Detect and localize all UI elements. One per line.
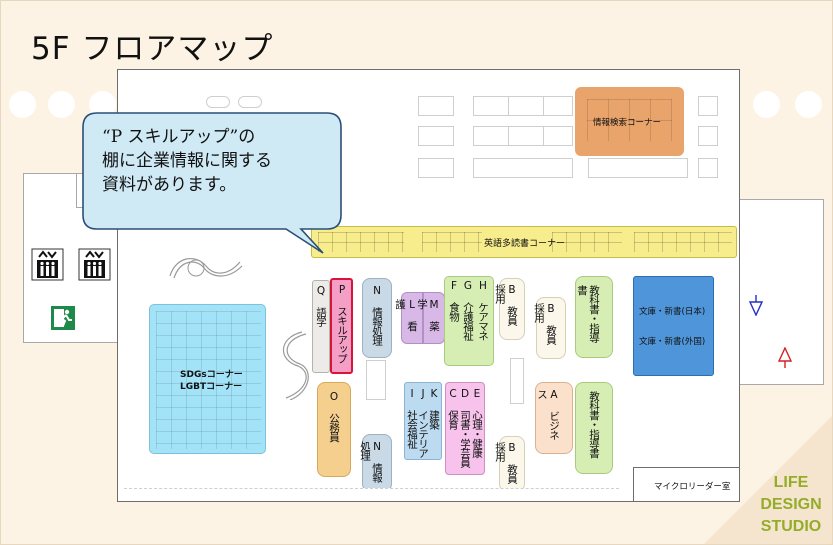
shelf-k-architecture[interactable]: K 建築: [428, 388, 440, 429]
table-cluster: [543, 96, 573, 116]
table-cluster: [238, 96, 262, 108]
info-search-corner[interactable]: 情報検索コーナー: [575, 87, 684, 156]
table-cluster: [366, 360, 386, 400]
shelf-l-nursing[interactable]: L 看護: [394, 292, 423, 344]
shelf-textbooks-2[interactable]: 教科書・指導書: [575, 382, 613, 474]
shelf-h-caremanager[interactable]: H ケアマネ: [477, 280, 489, 340]
english-books-corner[interactable]: 英語多読書コーナー: [311, 226, 737, 258]
callout-line-1: “P スキルアップ”の: [102, 127, 256, 147]
brand-line-2: DESIGN: [760, 496, 822, 513]
table-cluster: [418, 126, 454, 146]
microreader-label: マイクロリーダー室: [654, 482, 731, 492]
elevator-icon: [31, 248, 64, 281]
table-cluster: [206, 96, 230, 108]
bunko-shinsho-area[interactable]: 文庫・新書(日本) 文庫・新書(外国): [633, 276, 714, 376]
shelf-g-care[interactable]: G 介護福祉: [462, 280, 474, 340]
shelf-i-socialwelfare[interactable]: I 社会福祉: [406, 388, 418, 448]
table-cluster: [698, 158, 718, 178]
brand-line-1: LIFE: [773, 474, 809, 491]
shelf-b-teacher-2[interactable]: B 教員採用: [533, 297, 566, 359]
decorative-dot-row: [1, 85, 832, 121]
shelf-b-teacher-1[interactable]: B 教員採用: [494, 278, 525, 340]
brand-line-3: STUDIO: [760, 518, 822, 535]
english-books-label: 英語多読書コーナー: [484, 239, 566, 249]
callout-line-2: 棚に企業情報に関する: [102, 151, 272, 171]
shelf-p-skill-up[interactable]: P スキルアップ: [330, 278, 353, 374]
brand-logo: LIFE DESIGN STUDIO: [756, 472, 826, 538]
table-cluster: [510, 358, 524, 404]
stairs-up-icon: [777, 346, 793, 369]
shelf-n-info-2[interactable]: N 情報処理: [359, 434, 392, 492]
info-search-label: 情報検索コーナー: [593, 118, 662, 128]
page-title: 5F フロアマップ: [31, 31, 274, 67]
main-floor: 情報検索コーナー 英語多読書コーナー SDGsコーナー LGBTコーナー Q: [117, 69, 740, 502]
callout-line-3: 資料があります。: [102, 175, 237, 195]
right-wing: [738, 199, 824, 385]
shelf-cde-group: [445, 382, 485, 475]
shelf-n-info[interactable]: N 情報処理: [362, 278, 392, 358]
table-cluster: [698, 96, 718, 116]
table-cluster: [588, 158, 688, 178]
shelf-c-childcare[interactable]: C 保育: [447, 388, 459, 429]
shelf-q[interactable]: Q 語学: [312, 280, 330, 373]
elevator-icon: [78, 248, 111, 281]
brand-corner: [704, 416, 832, 544]
shelf-j-interior[interactable]: J インテリア: [417, 388, 429, 458]
shelf-o-civilservant[interactable]: O 公務員: [317, 382, 351, 477]
table-cluster: [698, 126, 718, 146]
decorative-sculpture: [169, 258, 243, 279]
shelf-ijk-group: [404, 382, 442, 460]
sdgs-label-line1: SDGsコーナー: [180, 370, 243, 380]
decorative-sculpture: [282, 331, 309, 400]
shelf-e-psychology[interactable]: E 心理・健康: [471, 388, 483, 458]
table-cluster: [543, 126, 573, 146]
shelf-fgh-group: [444, 276, 494, 366]
shelf-f-food[interactable]: F 食物: [448, 280, 460, 321]
sdgs-lgbt-corner[interactable]: SDGsコーナー LGBTコーナー: [149, 304, 266, 454]
table-cluster: [418, 158, 454, 178]
shelf-d-librarian[interactable]: D 司書・学芸員: [459, 388, 471, 467]
table-cluster: [473, 158, 573, 178]
shelf-a-business[interactable]: A ビジネス: [535, 382, 573, 454]
bunko-japan-label: 文庫・新書(日本): [639, 307, 706, 317]
shelf-b-teacher-3[interactable]: B 教員採用: [494, 436, 525, 492]
seating-row: [124, 488, 619, 498]
emergency-exit-icon: [51, 306, 75, 330]
table-cluster: [418, 96, 454, 116]
stairs-down-icon: [748, 294, 764, 317]
sdgs-label-line2: LGBTコーナー: [180, 382, 243, 392]
shelf-textbooks-1[interactable]: 教科書・指導書: [575, 276, 613, 358]
bunko-foreign-label: 文庫・新書(外国): [639, 337, 706, 347]
callout-text: “P スキルアップ”の 棚に企業情報に関する 資料があります。: [102, 125, 328, 197]
